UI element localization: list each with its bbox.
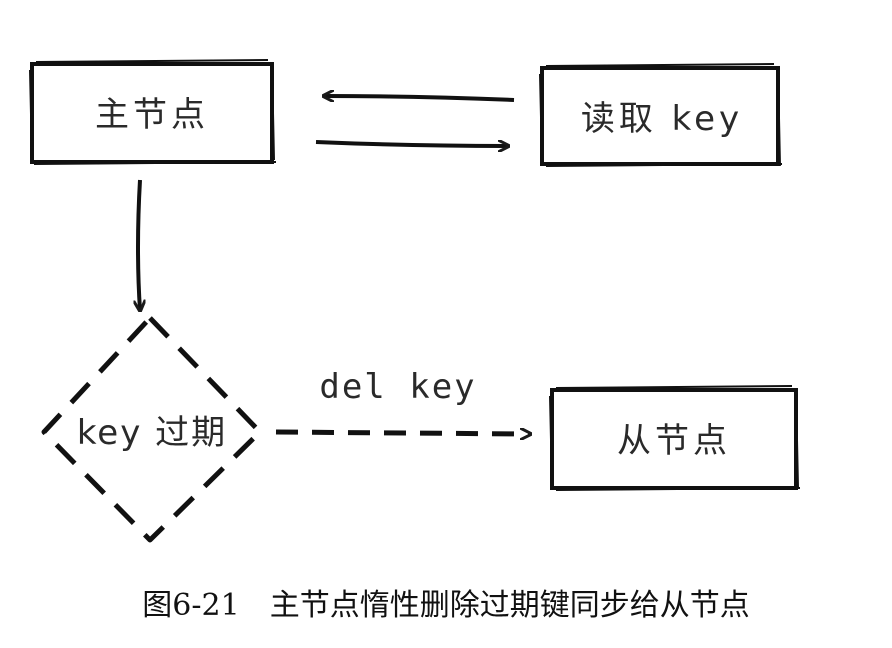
- read-key-node-label: 读取 key: [581, 99, 743, 139]
- figure-caption: 图6-21 主节点惰性删除过期键同步给从节点: [142, 588, 750, 623]
- arrow-expired-to-slave: [275, 432, 530, 434]
- key-expired-node-label: key 过期: [77, 413, 227, 453]
- arrow-master-to-read: [315, 142, 508, 146]
- master-node-box-stroke: [29, 59, 277, 165]
- lazy-delete-diagram: 主节点 读取 key 从节点 key 过期 del key: [29, 59, 801, 543]
- read-key-node: 读取 key: [539, 63, 783, 167]
- slave-node-box-stroke: [549, 385, 801, 491]
- slave-node: 从节点: [549, 385, 801, 491]
- slave-node-label: 从节点: [617, 421, 731, 461]
- master-node: 主节点: [29, 59, 277, 165]
- read-key-node-box-stroke: [539, 63, 783, 167]
- master-node-label: 主节点: [95, 95, 209, 135]
- key-expired-diamond: [41, 315, 263, 543]
- arrow-read-to-master: [324, 96, 515, 100]
- del-key-edge-label: del key: [319, 367, 476, 407]
- arrow-master-to-expired: [138, 179, 140, 310]
- key-expired-node: key 过期: [41, 315, 263, 543]
